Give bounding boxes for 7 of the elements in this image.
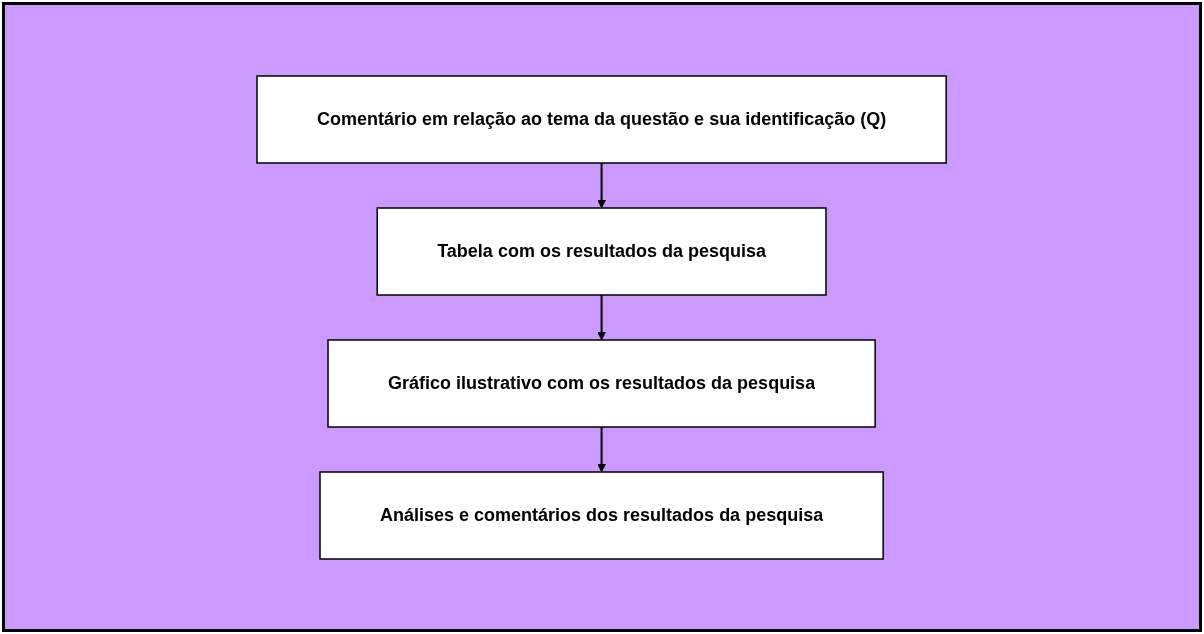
node-box: Análises e comentários dos resultados da pesquisa (319, 470, 885, 560)
node-box: Tabela com os resultados da pesquisa (376, 206, 828, 296)
node-box: Gráfico ilustrativo com os resultados da pesquisa (327, 338, 877, 428)
arrow (597, 293, 607, 340)
arrow (597, 425, 607, 472)
node-box: Comentário em relação ao tema da questão e sua identificação (Q) (256, 74, 948, 164)
arrow (597, 161, 607, 208)
